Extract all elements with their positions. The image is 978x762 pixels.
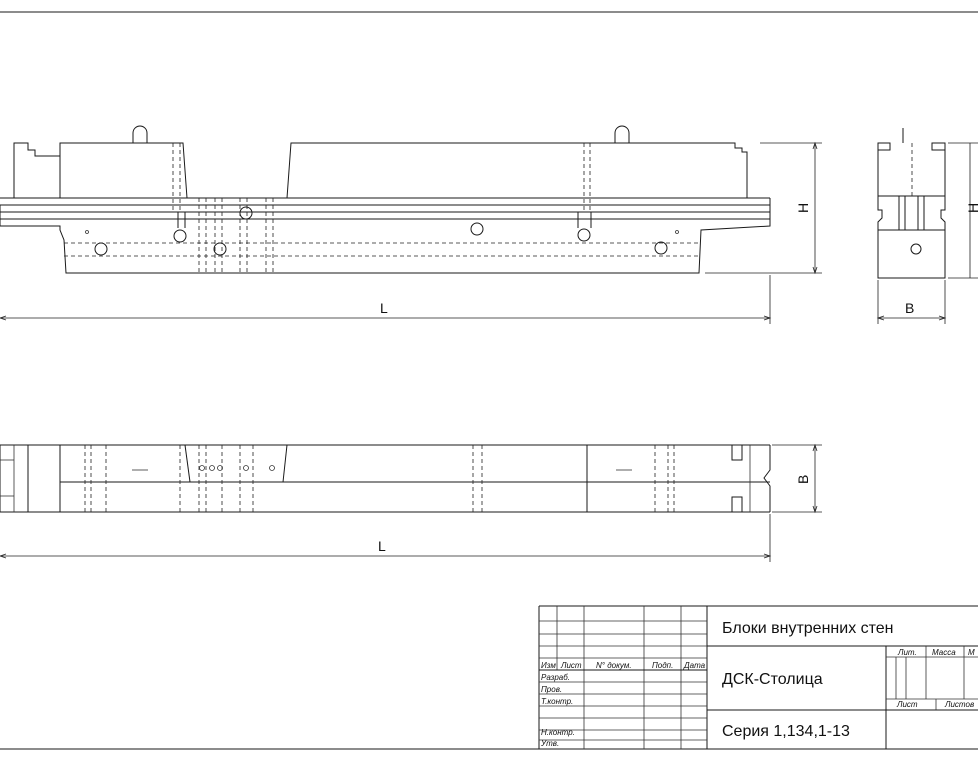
height-label-side: H: [965, 203, 978, 213]
width-label-side: B: [905, 300, 914, 316]
tb-m: М: [968, 648, 975, 657]
lifting-loop-right: [614, 125, 630, 143]
tb-row-prov: Пров.: [541, 685, 562, 694]
tb-col-izm: Изм: [541, 661, 556, 670]
length-label-plan: L: [378, 538, 386, 554]
tb-row-nkontr: Н.контр.: [541, 728, 575, 737]
series-number: Серия 1,134,1-13: [722, 723, 850, 740]
organization-name: ДСК-Столица: [722, 671, 823, 688]
tb-row-utv: Утв.: [540, 739, 559, 748]
front-top-outline-right: [286, 142, 748, 199]
title-block: Изм Лист N° докум. Подп. Дата Разраб. Пр…: [538, 605, 978, 749]
tb-row-razrab: Разраб.: [541, 673, 570, 682]
height-label-front: H: [795, 203, 811, 213]
tb-row-tkontr: Т.контр.: [541, 697, 573, 706]
drawing-title: Блоки внутренних стен: [722, 620, 894, 637]
tb-sheets: Листов: [944, 700, 974, 709]
front-lower-outline: [0, 219, 771, 274]
side-view: B H: [876, 128, 978, 324]
tb-sheet: Лист: [896, 700, 918, 709]
front-top-outline-left: [0, 142, 188, 199]
tb-col-dokum: N° докум.: [596, 661, 632, 670]
front-view: L H: [0, 125, 822, 324]
lifting-loop-left: [132, 125, 148, 143]
tb-col-data: Дата: [683, 661, 706, 670]
width-label-plan: B: [795, 475, 811, 484]
tb-col-podp: Подп.: [652, 661, 673, 670]
tb-col-list: Лист: [560, 661, 582, 670]
tb-lit: Лит.: [897, 648, 917, 657]
length-label-front: L: [380, 300, 388, 316]
tb-massa: Масса: [932, 648, 956, 657]
plan-view: B L: [0, 443, 822, 562]
